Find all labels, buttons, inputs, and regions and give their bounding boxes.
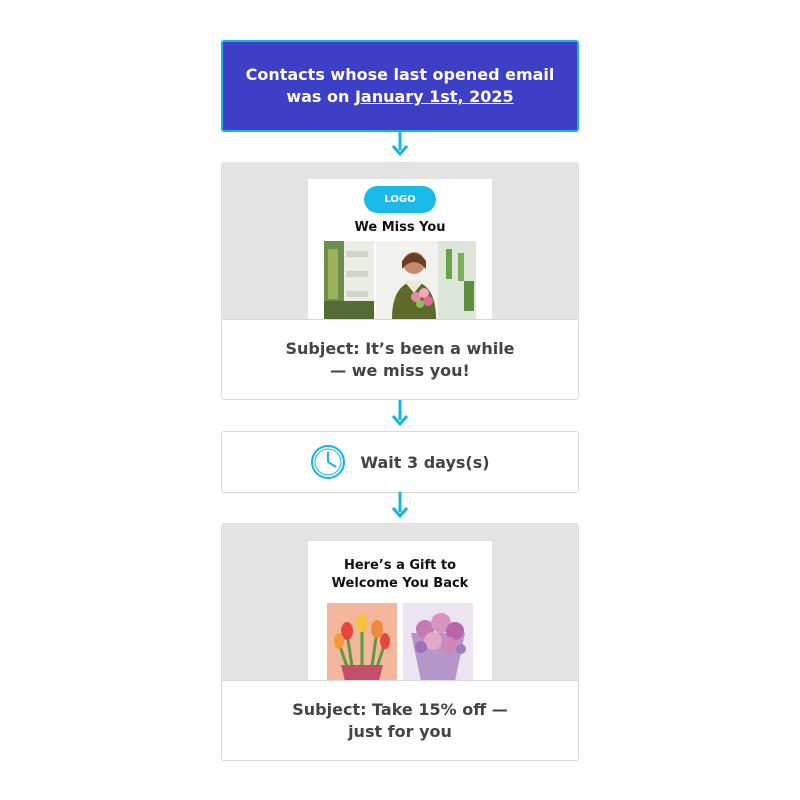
email-preview-1: LOGO We Miss You [308, 179, 492, 319]
bouquet-image [403, 603, 473, 681]
tulips-image [327, 603, 397, 681]
clock-icon [311, 445, 346, 479]
florist-image [376, 241, 476, 319]
email-subject-2-line-2: just for you [348, 721, 452, 741]
trigger-date-link[interactable]: January 1st, 2025 [354, 87, 514, 106]
email-preview-title-line-1: Here’s a Gift to [343, 558, 457, 573]
email-step-1[interactable]: LOGO We Miss You [221, 162, 579, 400]
connector-arrow [391, 492, 409, 519]
email-subject-2: Subject: Take 15% off — just for you [292, 699, 507, 743]
email-preview-2: Here’s a Gift to Welcome You Back [308, 541, 492, 681]
connector-arrow [391, 130, 409, 157]
email-subject-2-line-1: Subject: Take 15% off — [292, 699, 508, 719]
email-preview-title-line-2: Welcome You Back [331, 576, 469, 591]
connector-arrow [391, 400, 409, 427]
wait-step[interactable]: Wait 3 days(s) [221, 431, 579, 493]
email-step-2[interactable]: Here’s a Gift to Welcome You Back [221, 523, 579, 761]
email-subject-card-2[interactable]: Subject: Take 15% off — just for you [221, 680, 579, 761]
trigger-line-2: was on January 1st, 2025 [286, 86, 513, 108]
trigger-line-1: Contacts whose last opened email [245, 65, 555, 84]
email-subject-1-line-1: Subject: It’s been a while [285, 338, 515, 358]
logo-badge: LOGO [364, 186, 436, 213]
wait-label: Wait 3 days(s) [360, 452, 490, 472]
email-subject-1-line-2: — we miss you! [330, 360, 470, 380]
trigger-node[interactable]: Contacts whose last opened email was on … [221, 40, 579, 132]
email-subject-card-1[interactable]: Subject: It’s been a while — we miss you… [221, 319, 579, 400]
flower-shop-shelf-image [324, 241, 374, 319]
trigger-line-2-prefix: was on [286, 87, 355, 106]
email-preview-title: We Miss You [354, 220, 446, 235]
email-subject-1: Subject: It’s been a while — we miss you… [285, 338, 514, 382]
